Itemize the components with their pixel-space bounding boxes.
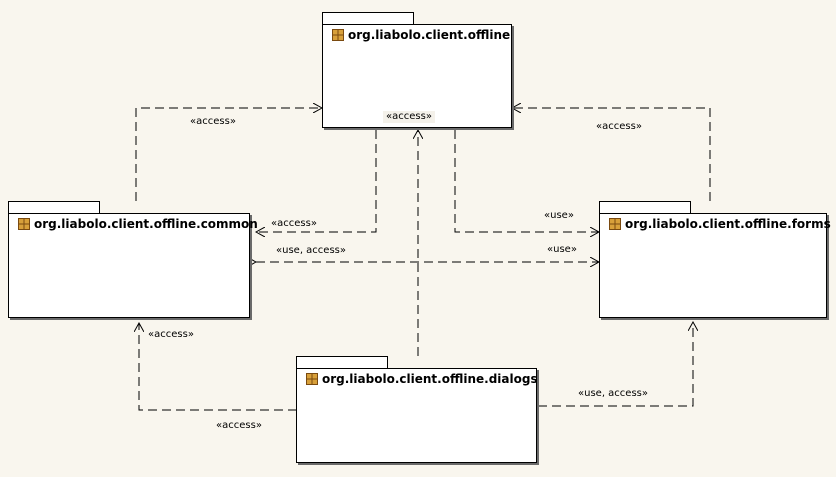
- dep-label-common-offline: «access»: [190, 116, 236, 127]
- dep-label-common-forms: «use»: [547, 244, 577, 255]
- package-offline[interactable]: org.liabolo.client.offline: [322, 12, 512, 128]
- dep-label-forms-common: «use, access»: [276, 245, 346, 256]
- dep-label-forms-offline: «access»: [596, 121, 642, 132]
- package-forms[interactable]: org.liabolo.client.offline.forms: [599, 201, 831, 318]
- dep-dialogs-common: [139, 323, 297, 410]
- dep-label-offline-forms: «use»: [544, 210, 574, 221]
- package-body: [296, 368, 537, 463]
- dep-label-dialogs-forms: «use, access»: [578, 388, 648, 399]
- package-name: org.liabolo.client.offline.dialogs: [322, 372, 538, 386]
- package-icon: [609, 218, 621, 230]
- package-title: org.liabolo.client.offline.forms: [609, 217, 831, 231]
- package-icon: [18, 218, 30, 230]
- package-title: org.liabolo.client.offline.dialogs: [306, 372, 538, 386]
- package-title: org.liabolo.client.offline: [332, 28, 510, 42]
- dep-offline-forms: [454, 130, 599, 232]
- dep-common-offline: [135, 108, 322, 201]
- package-name: org.liabolo.client.offline.common: [34, 217, 258, 231]
- dep-label-common-dialogs: «access»: [216, 420, 262, 431]
- package-icon: [306, 373, 318, 385]
- dep-offline-common: [256, 130, 377, 232]
- dep-label-dialogs-common: «access»: [148, 329, 194, 340]
- dep-forms-offline: [512, 108, 711, 201]
- package-body: [322, 24, 512, 128]
- package-dialogs[interactable]: org.liabolo.client.offline.dialogs: [296, 356, 538, 463]
- package-body: [8, 213, 250, 318]
- package-title: org.liabolo.client.offline.common: [18, 217, 258, 231]
- package-name: org.liabolo.client.offline.forms: [625, 217, 831, 231]
- package-icon: [332, 29, 344, 41]
- dep-label-offline-common: «access»: [271, 218, 317, 229]
- package-body: [599, 213, 827, 318]
- package-name: org.liabolo.client.offline: [348, 28, 511, 42]
- dep-label-dialogs-offline: «access»: [383, 111, 435, 123]
- dep-dialogs-forms: [538, 322, 693, 407]
- package-common[interactable]: org.liabolo.client.offline.common: [8, 201, 258, 318]
